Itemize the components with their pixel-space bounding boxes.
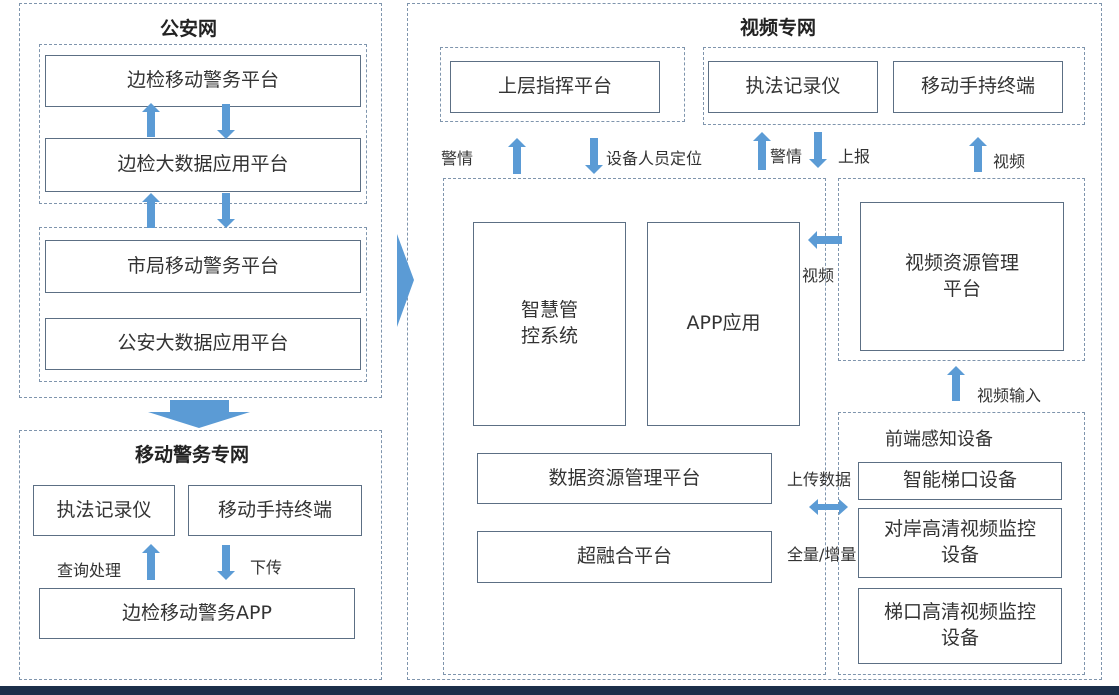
data-resource-platform: 数据资源管理平台 xyxy=(477,453,772,504)
mobile-police-net-title: 移动警务专网 xyxy=(135,444,250,466)
mobile-handheld-terminal: 移动手持终端 xyxy=(188,485,362,536)
border-mobile-police-app: 边检移动警务APP xyxy=(39,588,355,639)
bottom-edge-strip xyxy=(0,686,1119,695)
query-process-label: 查询处理 xyxy=(57,561,122,580)
video-label-side: 视频 xyxy=(802,266,835,285)
up-arrow-bigdata-to-border xyxy=(142,103,160,137)
app-application: APP应用 xyxy=(647,222,800,426)
police-bigdata-platform: 公安大数据应用平台 xyxy=(45,318,361,370)
smart-ladder-device: 智能梯口设备 xyxy=(858,462,1062,500)
large-down-arrow xyxy=(148,400,250,428)
public-security-net-title: 公安网 xyxy=(160,18,218,40)
large-right-arrow xyxy=(397,234,414,327)
frontend-devices-title: 前端感知设备 xyxy=(885,429,993,450)
shore-hd-camera: 对岸高清视频监控 设备 xyxy=(858,508,1062,578)
command-group xyxy=(440,47,685,122)
video-handheld-terminal: 移动手持终端 xyxy=(893,61,1063,113)
full-incremental-label: 全量/增量 xyxy=(787,545,857,564)
down-arrow-bigdata-to-city xyxy=(217,193,235,228)
smart-control-system: 智慧管 控系统 xyxy=(473,222,626,426)
video-input-label: 视频输入 xyxy=(977,386,1042,405)
upload-data-label: 上传数据 xyxy=(787,470,852,489)
city-mobile-police-platform: 市局移动警务平台 xyxy=(45,240,361,293)
ladder-hd-camera: 梯口高清视频监控 设备 xyxy=(858,588,1062,664)
up-arrow-alert-right xyxy=(753,132,771,170)
downlink-label: 下传 xyxy=(250,558,283,577)
alert-label-left: 警情 xyxy=(441,149,474,168)
double-arrow-data-exchange xyxy=(809,499,848,515)
hyper-fusion-platform: 超融合平台 xyxy=(477,531,772,583)
alert-label-right: 警情 xyxy=(770,147,803,166)
device-personnel-location-label: 设备人员定位 xyxy=(606,149,703,168)
down-arrow-border-to-bigdata xyxy=(217,104,235,139)
video-label-top: 视频 xyxy=(993,152,1026,171)
up-arrow-alert-left xyxy=(508,138,526,174)
up-arrow-app-to-recorder xyxy=(142,544,160,580)
public-security-net-region xyxy=(19,3,382,398)
down-arrow-terminal-to-app xyxy=(217,545,235,580)
mobile-law-recorder: 执法记录仪 xyxy=(33,485,175,536)
down-arrow-location xyxy=(585,138,603,174)
report-label: 上报 xyxy=(838,147,871,166)
up-arrow-city-to-bigdata xyxy=(142,193,160,228)
up-arrow-video-top xyxy=(969,137,987,172)
city-platforms-group xyxy=(39,227,367,382)
frontend-devices-region xyxy=(838,412,1085,675)
video-resource-region xyxy=(838,178,1085,361)
video-net-title: 视频专网 xyxy=(740,17,817,39)
video-net-region xyxy=(407,3,1102,680)
left-arrow-video-side xyxy=(808,231,842,249)
mobile-police-net-region xyxy=(19,430,382,680)
upper-command-platform: 上层指挥平台 xyxy=(450,61,660,113)
down-arrow-report xyxy=(809,132,827,168)
border-mobile-police-platform: 边检移动警务平台 xyxy=(45,55,361,107)
border-bigdata-platform: 边检大数据应用平台 xyxy=(45,138,361,192)
core-platform-region xyxy=(443,178,826,675)
video-resource-platform: 视频资源管理 平台 xyxy=(860,202,1064,351)
border-platforms-group xyxy=(39,44,367,204)
up-arrow-video-input xyxy=(947,366,965,401)
video-terminals-group xyxy=(703,47,1085,125)
video-law-recorder: 执法记录仪 xyxy=(708,61,878,113)
